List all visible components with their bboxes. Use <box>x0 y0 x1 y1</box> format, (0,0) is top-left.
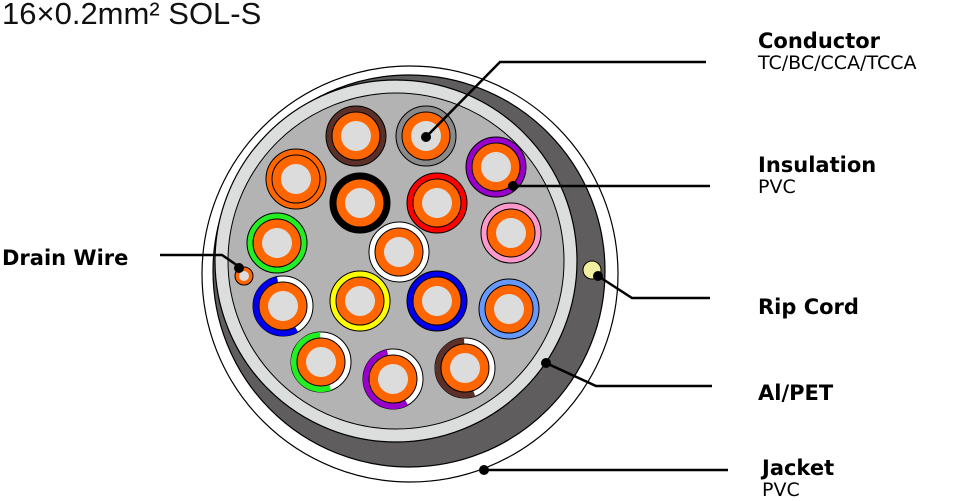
conductor-core <box>345 286 375 316</box>
jacket-material: PVC <box>762 479 800 501</box>
core-blue <box>406 270 468 332</box>
core-white <box>368 221 430 283</box>
conductor-core <box>345 188 375 218</box>
conductor-label: Conductor <box>758 29 881 53</box>
conductor-core <box>268 291 298 321</box>
insulation-stripe <box>435 338 495 398</box>
al-pet-leader <box>545 361 712 388</box>
core-blue-white <box>252 275 314 337</box>
core-pink <box>480 202 542 264</box>
core-red <box>406 172 468 234</box>
core-violet-white <box>362 348 424 410</box>
conductor-core <box>262 228 292 258</box>
core-green-white <box>290 331 352 393</box>
rip-cord-label: Rip Cord <box>758 295 859 319</box>
conductor-core <box>422 188 452 218</box>
al-pet-label: Al/PET <box>758 381 834 405</box>
insulation-material: PVC <box>758 176 796 198</box>
insulation-stripe <box>291 332 351 392</box>
conductor-core <box>306 347 336 377</box>
conductor-core <box>281 164 311 194</box>
leader-dots <box>234 132 603 475</box>
conductor-core <box>341 121 371 151</box>
leader-lines <box>160 60 728 472</box>
drain-wire-leader <box>160 253 242 270</box>
core-brown-white <box>434 337 496 399</box>
conductor-core <box>450 353 480 383</box>
drain-wire-label: Drain Wire <box>2 246 129 270</box>
insulation-label: Insulation <box>758 153 877 177</box>
conductor-core <box>422 286 452 316</box>
conductor-core <box>384 237 414 267</box>
diagram-title: 16×0.2mm² SOL-S <box>2 0 262 31</box>
rip-cord-leader <box>597 274 710 300</box>
core-orange <box>265 148 327 210</box>
conductor-core <box>481 152 511 182</box>
core-green <box>246 212 308 274</box>
insulation-stripe <box>253 276 313 336</box>
conductor-material: TC/BC/CCA/TCCA <box>758 52 917 74</box>
insulation-stripe <box>363 349 423 409</box>
conductor-core <box>494 294 524 324</box>
core-black <box>329 172 391 234</box>
core-light-blue <box>478 278 540 340</box>
core-brown <box>325 105 387 167</box>
conductor-leader <box>425 60 706 138</box>
conductor-core <box>378 364 408 394</box>
conductor-core <box>496 218 526 248</box>
core-yellow <box>329 270 391 332</box>
jacket-label: Jacket <box>762 456 835 480</box>
